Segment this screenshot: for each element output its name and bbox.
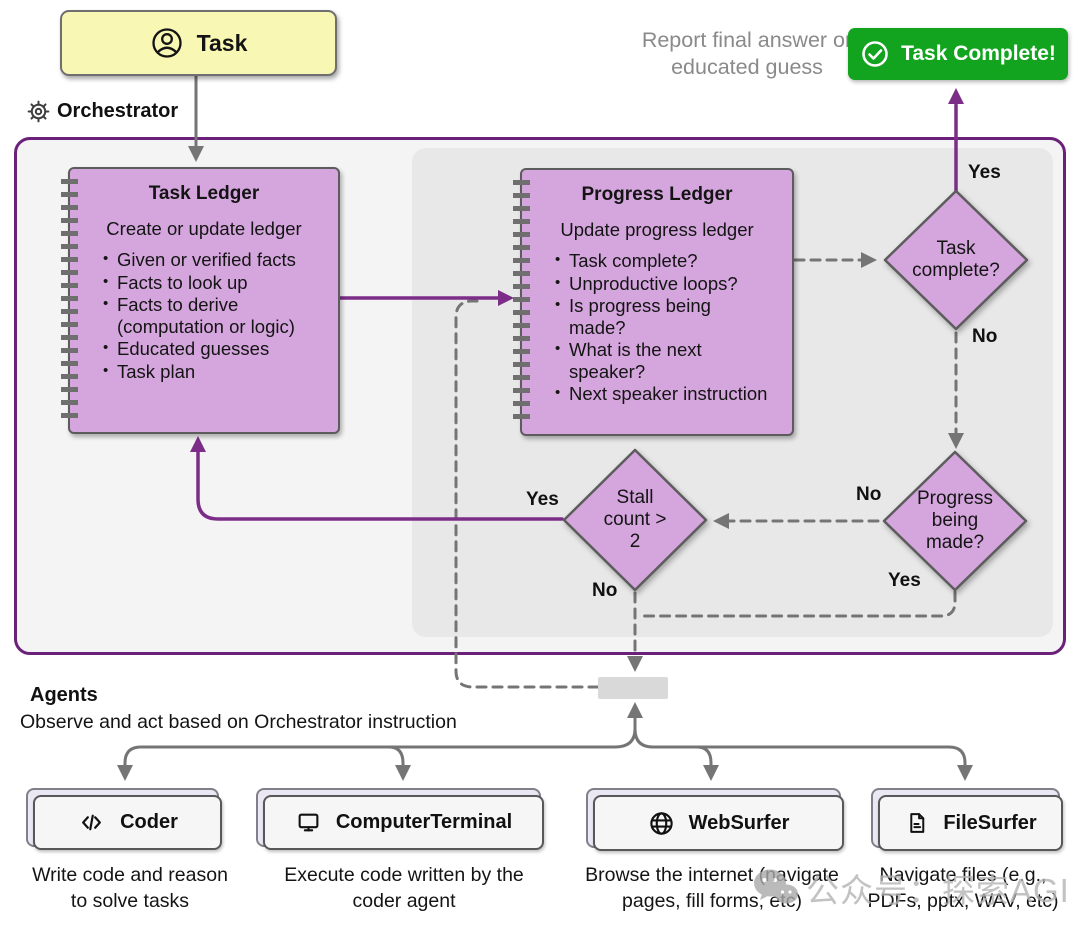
code-icon — [82, 814, 102, 831]
agent-card-label: Coder — [120, 811, 178, 833]
globe-icon — [649, 811, 673, 835]
ledger-bullet: Unproductive loops? — [554, 272, 786, 295]
ledger-bullet: Facts to look up — [102, 271, 332, 294]
task-complete-yes-label: Yes — [968, 162, 1001, 183]
spiral-binding — [513, 180, 530, 424]
orchestrator-label: Orchestrator — [27, 100, 178, 123]
stall-yes-label: Yes — [526, 489, 559, 510]
report-annotation: Report final answer or educated guess — [641, 28, 853, 79]
agents-branch-2 — [387, 745, 405, 774]
stall-no-label: No — [592, 580, 618, 601]
ledger-bullet: What is the next speaker? — [554, 338, 786, 382]
task-ledger-list: Given or verified facts Facts to look up… — [70, 248, 338, 383]
task-ledger: Task Ledger Create or update ledger Give… — [61, 167, 340, 434]
ledger-bullet: Task plan — [102, 360, 332, 383]
agents-branch-3 — [695, 745, 713, 774]
progress-ledger-list: Task complete? Unproductive loops? Is pr… — [522, 249, 792, 405]
agent-desc-websurfer: Browse the internet (navigate pages, fil… — [585, 864, 839, 912]
file-icon — [910, 813, 925, 833]
agent-card-coder: Coder — [26, 788, 222, 850]
agents-merge-left — [613, 727, 637, 749]
task-ledger-subtitle: Create or update ledger — [106, 218, 302, 239]
ledger-bullet: Is progress being made? — [554, 294, 786, 338]
agent-desc-filesurfer: Navigate files (e.g., PDFs, pptx, WAV, e… — [867, 864, 1059, 912]
ledger-bullet: Next speaker instruction — [554, 382, 786, 405]
check-circle-icon — [862, 41, 888, 67]
agents-merge-right — [633, 727, 655, 749]
agents-title: Agents — [30, 684, 98, 706]
gear-icon — [27, 100, 50, 123]
task-node-label: Task — [196, 29, 248, 56]
progress-yes-label: Yes — [888, 570, 921, 591]
diamond-task-complete-label: Task complete? — [912, 238, 1000, 281]
agent-card-websurfer: WebSurfer — [586, 788, 844, 851]
agents-tree-left — [123, 745, 617, 774]
progress-ledger: Progress Ledger Update progress ledger T… — [513, 168, 794, 436]
user-icon — [151, 28, 182, 58]
agent-card-computerterminal: ComputerTerminal — [256, 788, 544, 850]
agent-card-label: FileSurfer — [943, 811, 1037, 834]
agent-card-label: ComputerTerminal — [335, 811, 513, 833]
watermark-text: 公众号：探索AGI — [806, 872, 1070, 909]
ledger-bullet: Educated guesses — [102, 337, 332, 360]
agent-desc-coder: Write code and reason to solve tasks — [32, 864, 228, 912]
agent-card-label: WebSurfer — [688, 811, 790, 834]
agent-card-filesurfer: FileSurfer — [871, 788, 1063, 851]
watermark: 公众号：探索AGI — [752, 864, 1070, 912]
progress-ledger-subtitle: Update progress ledger — [560, 219, 754, 240]
agents-subtitle: Observe and act based on Orchestrator in… — [20, 711, 457, 733]
wechat-icon — [754, 869, 798, 904]
spiral-binding — [61, 179, 78, 422]
diamond-progress-label: Progress being made? — [916, 488, 994, 553]
progress-no-label: No — [856, 484, 882, 505]
agents-tree-right — [651, 745, 967, 774]
ledger-bullet: Task complete? — [554, 249, 786, 272]
orchestrator-agents-connector — [598, 677, 668, 699]
ledger-bullet: Given or verified facts — [102, 248, 332, 271]
task-complete-badge: Task Complete! — [848, 28, 1068, 80]
diamond-stall-label: Stall count > 2 — [603, 487, 667, 552]
progress-ledger-title: Progress Ledger — [581, 184, 733, 205]
task-complete-badge-label: Task Complete! — [901, 42, 1056, 65]
task-complete-no-label: No — [972, 326, 998, 347]
monitor-icon — [298, 813, 319, 832]
agent-desc-computerterminal: Execute code written by the coder agent — [284, 864, 524, 912]
task-ledger-title: Task Ledger — [148, 183, 260, 204]
orchestrator-label-text: Orchestrator — [57, 100, 179, 122]
task-node: Task — [60, 10, 337, 76]
ledger-bullet: Facts to derive (computation or logic) — [102, 293, 332, 337]
